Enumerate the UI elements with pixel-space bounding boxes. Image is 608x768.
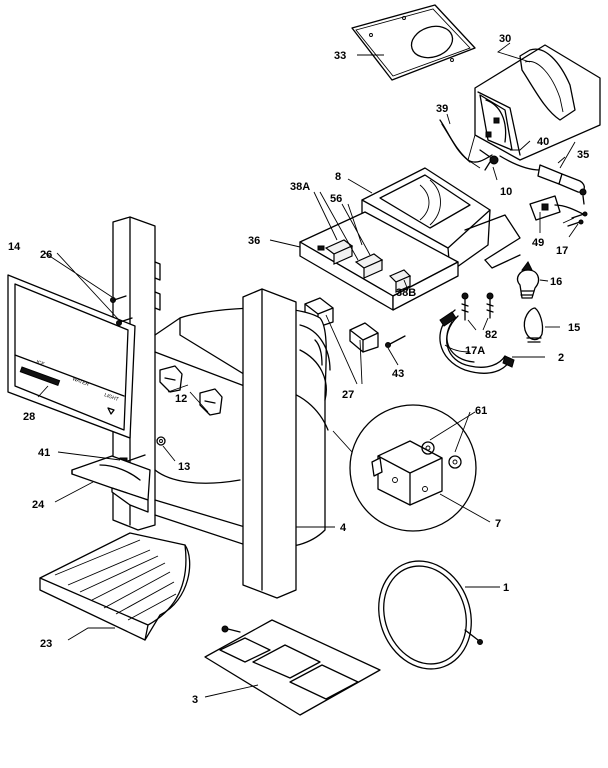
part-43-screw [385, 335, 406, 348]
svg-text:LIGHT: LIGHT [103, 392, 119, 403]
label-41: 41 [38, 447, 50, 459]
main-cabinet [112, 216, 331, 599]
part-33-plate [351, 4, 476, 81]
label-30: 30 [499, 33, 511, 45]
part-2-harness [439, 309, 515, 374]
part-labels: 33 30 39 40 35 10 8 38A 56 36 49 17 38B … [8, 33, 589, 706]
part-40-cord [499, 155, 541, 171]
part-39-wire [439, 119, 493, 163]
label-27: 27 [342, 389, 354, 401]
label-10: 10 [500, 186, 512, 198]
label-56: 56 [330, 193, 342, 205]
label-4: 4 [340, 522, 347, 534]
label-61: 61 [475, 405, 487, 417]
part-16-bulb-socket [516, 261, 540, 299]
label-28: 28 [23, 411, 35, 423]
label-40: 40 [537, 136, 549, 148]
part-26-screws [110, 295, 133, 326]
part-17a-screw [461, 292, 469, 321]
part-38a-56-switches [324, 239, 412, 293]
part-13-washer [156, 436, 166, 446]
svg-text:ICE: ICE [35, 359, 46, 368]
label-36: 36 [248, 235, 260, 247]
part-12-hooks [159, 365, 223, 416]
part-36-panel [299, 211, 459, 311]
label-17: 17 [556, 245, 568, 257]
label-13: 13 [178, 461, 190, 473]
label-23: 23 [40, 638, 52, 650]
label-24: 24 [32, 499, 45, 511]
part-3-grille [204, 619, 381, 716]
label-1: 1 [503, 582, 509, 594]
label-82: 82 [485, 329, 497, 341]
label-17a: 17A [465, 345, 485, 357]
label-33: 33 [334, 50, 346, 62]
label-7: 7 [495, 518, 501, 530]
label-3: 3 [192, 694, 198, 706]
label-2: 2 [558, 352, 564, 364]
label-38b: 38B [396, 287, 416, 299]
part-24-actuator [71, 455, 151, 513]
part-10-connector [479, 149, 499, 171]
label-15: 15 [568, 322, 580, 334]
part-15-bulb [523, 307, 544, 343]
part-1-cord-loop [378, 560, 483, 670]
part-35-socket [537, 164, 587, 205]
label-12: 12 [175, 393, 187, 405]
label-38a: 38A [290, 181, 310, 193]
part-7-inset [332, 404, 477, 532]
label-8: 8 [335, 171, 341, 183]
label-39: 39 [436, 103, 448, 115]
part-23-drip-tray [39, 532, 191, 641]
part-49-bracket [529, 195, 586, 221]
leader-lines [37, 42, 579, 698]
label-49: 49 [532, 237, 544, 249]
part-82-screw [486, 292, 494, 319]
label-16: 16 [550, 276, 562, 288]
label-35: 35 [577, 149, 589, 161]
part-17-screws [567, 211, 588, 227]
label-26: 26 [40, 249, 52, 261]
part-14-display-panel: ICE WATER LIGHT [7, 274, 136, 439]
svg-text:WATER: WATER [71, 376, 90, 388]
label-43: 43 [392, 368, 404, 380]
label-14: 14 [8, 241, 21, 253]
